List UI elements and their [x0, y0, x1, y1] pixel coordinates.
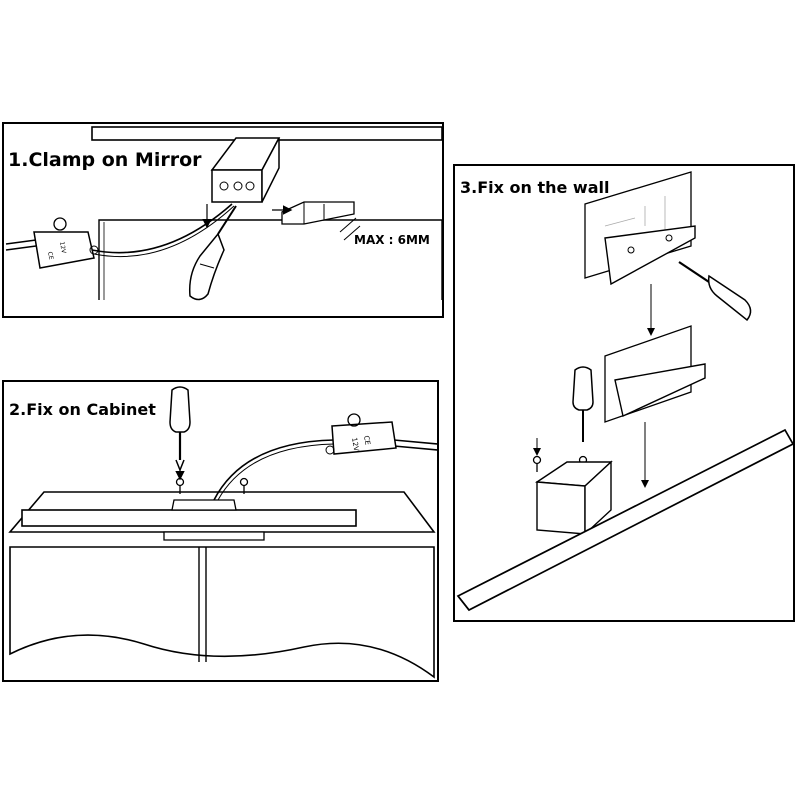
panel-fix-on-cabinet: 12V CE 2.Fix on Cabinet	[2, 380, 439, 682]
fix-on-cabinet-illustration: 12V CE	[8, 386, 437, 679]
svg-text:CE: CE	[46, 251, 54, 260]
clamp-box	[210, 137, 281, 203]
clamp-on-mirror-illustration: CE 12V	[5, 126, 442, 301]
screwdriver	[678, 261, 752, 322]
panel-fix-on-the-wall: 3.Fix on the wall	[453, 164, 795, 622]
screw	[239, 477, 249, 494]
svg-text:12V: 12V	[350, 437, 360, 452]
panel-title: 1.Clamp on Mirror	[8, 149, 202, 171]
fix-on-wall-illustration	[456, 171, 793, 612]
svg-text:CE: CE	[362, 435, 371, 446]
panel-title: 3.Fix on the wall	[460, 178, 610, 197]
lamp-assembly	[534, 460, 613, 536]
max-thickness-note: MAX : 6MM	[354, 233, 430, 247]
clip-piece	[281, 201, 355, 225]
light-bar	[456, 428, 793, 612]
wall-bracket	[604, 225, 696, 286]
cable	[213, 439, 335, 501]
mounting-bracket	[163, 531, 265, 541]
screw	[175, 477, 185, 494]
driver-box: 12V CE	[325, 413, 397, 455]
svg-text:12V: 12V	[58, 241, 67, 255]
screwdriver	[572, 366, 594, 442]
light-bar	[21, 509, 357, 527]
cable	[91, 203, 233, 254]
screwdriver	[188, 205, 237, 301]
screw	[532, 455, 542, 472]
screwdriver	[169, 386, 191, 473]
driver-box: CE 12V	[33, 217, 99, 269]
panel-clamp-on-mirror: CE 12V 1.Clamp on Mirror MAX : 6MM	[2, 122, 444, 318]
wall-bracket	[614, 363, 706, 418]
panel-title: 2.Fix on Cabinet	[9, 400, 156, 419]
cabinet-body	[9, 546, 435, 679]
mirror-edge	[98, 219, 442, 300]
